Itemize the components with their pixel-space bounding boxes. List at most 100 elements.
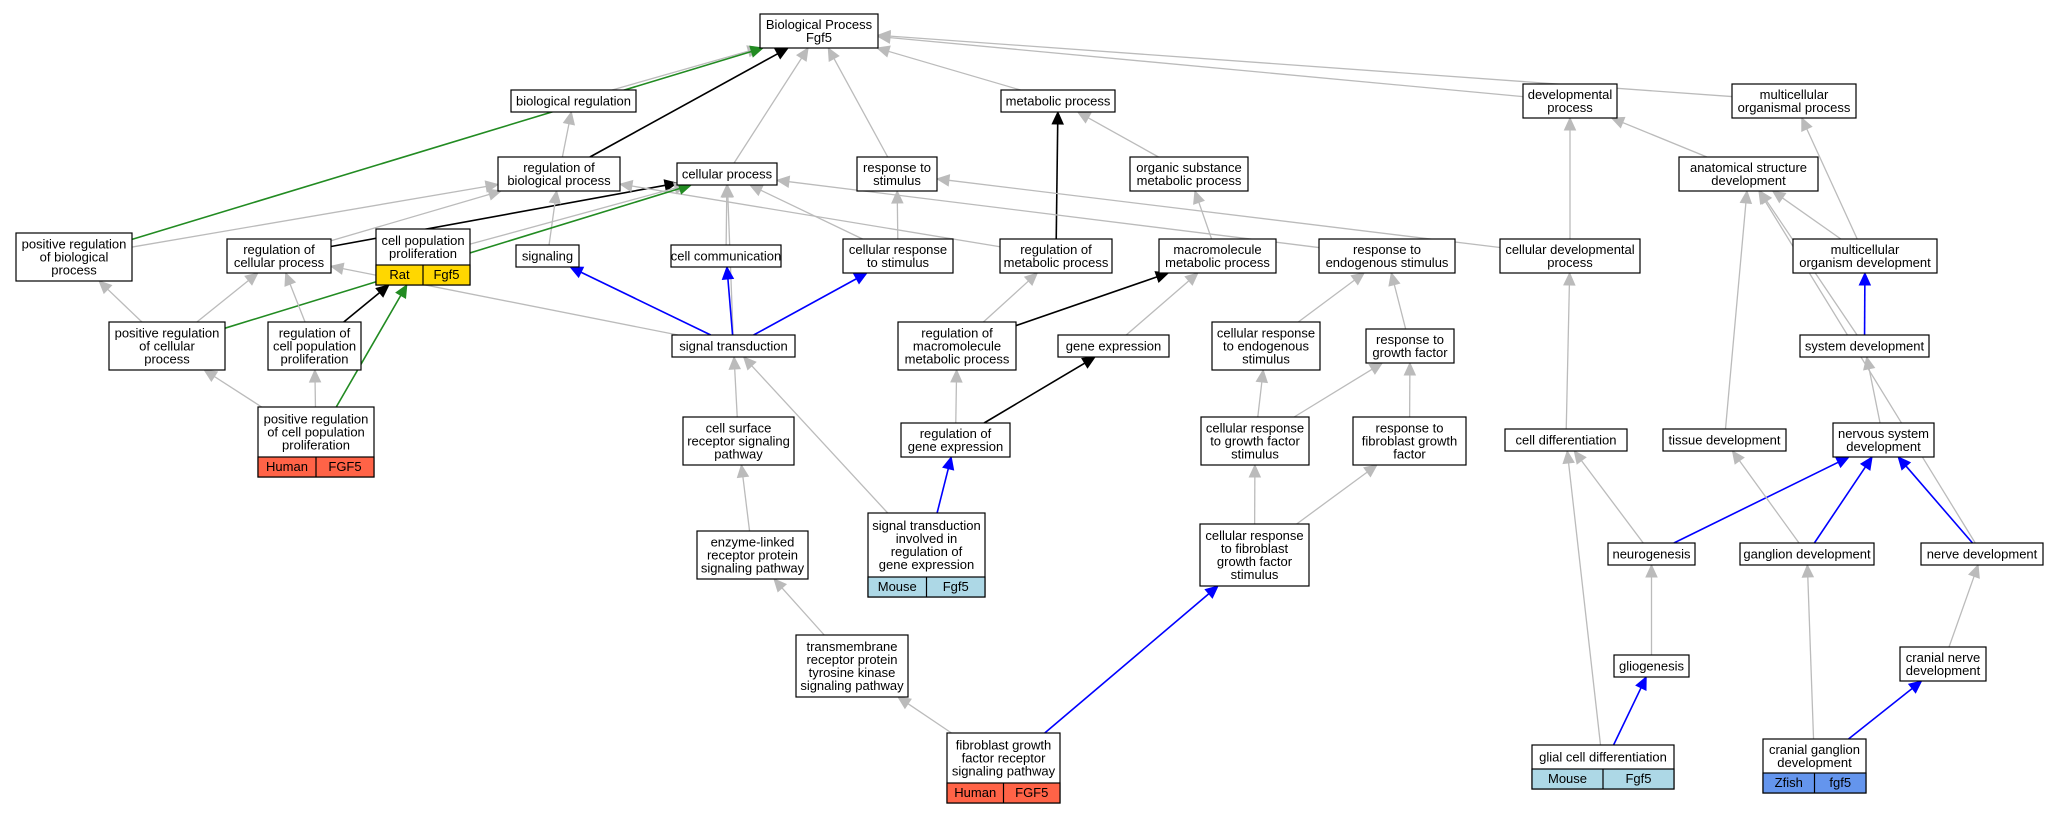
node-box [900,422,1011,458]
node-nerve-dev[interactable]: nerve development [1920,542,2044,566]
node-label: macromolecule [1173,242,1261,257]
node-box [510,89,637,113]
edge-gliogenesis-to-neurogenesis [1645,563,1658,655]
edge-arrowhead [562,110,576,126]
edge-line [1393,284,1407,330]
node-box [1199,523,1310,587]
node-gene-expr[interactable]: gene expression [1057,334,1170,358]
node-ganglion-dev[interactable]: ganglion development [1739,542,1875,566]
node-metabolic[interactable]: metabolic process [1000,89,1116,113]
edge-arrowhead [1350,272,1366,286]
node-label: cellular process [234,255,325,270]
node-cell-comm[interactable]: cell communication [670,244,782,268]
edge-line [1806,128,1858,240]
node-sys-dev[interactable]: system development [1799,334,1930,358]
edge-arrowhead [1204,585,1219,599]
edge-pos-reg-cell-pop-to-reg-cell-pop [308,368,322,408]
edge-arrowhead [1023,272,1039,287]
edge-bio-reg-to-bp [611,45,762,91]
node-label: cell population [273,339,356,354]
node-label: developmental [1528,87,1613,102]
node-bio-reg[interactable]: biological regulation [510,89,637,113]
node-label: to growth factor [1210,434,1300,449]
edge-arrowhead [395,283,408,299]
node-signaling[interactable]: signaling [515,244,580,268]
edge-line [1848,687,1913,740]
edge-ganglion-dev-to-tissue-dev [1731,450,1800,544]
edge-line [1813,466,1867,544]
node-label: metabolic process [1006,94,1111,109]
node-box [226,238,332,274]
edge-cell-resp-stim-to-resp-stim [891,189,904,240]
node-label: receptor signaling [687,434,790,449]
edge-glial-diff-to-cell-diff [1562,449,1602,746]
node-label: regulation of [243,242,315,257]
edge-line [983,362,1086,424]
node-label: regulation of [1020,242,1092,257]
edge-reg-gene-expr-to-reg-macro-met [950,368,963,424]
edge-reg-gene-expr-to-gene-expr [983,356,1097,424]
edge-arrowhead [775,175,791,188]
node-cell-proc[interactable]: cellular process [676,162,778,186]
node-label: growth factor [1217,554,1293,569]
node-cell-diff[interactable]: cell differentiation [1504,428,1628,452]
node-label: cranial ganglion [1769,742,1860,757]
node-box [1129,156,1249,192]
edge-cranial-nerve-to-nerve-dev [1948,563,1980,648]
node-box [999,238,1113,274]
node-neurogenesis[interactable]: neurogenesis [1607,542,1696,566]
node-box [1365,328,1455,364]
node-label: metabolic process [1165,255,1270,270]
edge-line [1868,368,1881,424]
node-label: response to [1376,421,1444,436]
node-gliogenesis[interactable]: gliogenesis [1613,654,1690,678]
edge-cell-dev-proc-to-dev-proc [1563,116,1577,239]
node-box [1200,416,1310,466]
species-label: Rat [389,267,410,282]
node-tissue-dev[interactable]: tissue development [1662,428,1787,452]
node-sig-trans[interactable]: signal transduction [671,334,796,358]
node-label: regulation of [920,426,992,441]
edge-line [751,365,889,514]
node-label: Fgf5 [806,30,832,45]
edge-line [131,185,487,248]
edge-arrowhead [748,184,764,197]
edge-line [1087,117,1159,158]
edge-org-sub-met-to-metabolic [1076,111,1159,158]
